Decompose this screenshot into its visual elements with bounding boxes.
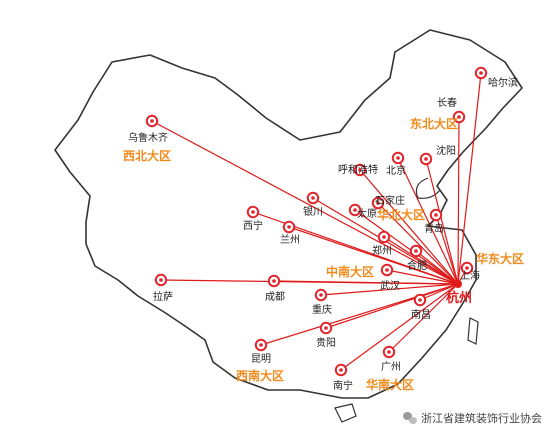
route-zhengzhou <box>383 236 459 285</box>
route-chongqing <box>320 283 459 296</box>
city-labels: 乌鲁木齐 哈尔滨长春沈阳呼和浩特北京石家庄太原青岛 银川西宁兰州郑州合肥上海拉萨 成都… <box>128 76 518 392</box>
city-label-chongqing: 重庆 <box>312 303 332 316</box>
city-label-chengdu: 成都 <box>265 291 285 303</box>
marker-dot-harbin <box>479 71 483 75</box>
marker-dot-urumqi <box>150 119 154 123</box>
city-label-lhasa: 拉萨 <box>153 290 173 303</box>
city-label-kunming: 昆明 <box>251 353 271 365</box>
region-label-northeast: 东北大区 <box>410 116 458 131</box>
route-kunming <box>260 283 459 346</box>
city-label-hohhot: 呼和浩特 <box>338 164 378 176</box>
region-label-central: 中南大区 <box>326 264 374 279</box>
hub-label: 杭州 <box>446 290 472 306</box>
marker-dot-beijing <box>396 156 400 160</box>
city-label-hefei: 合肥 <box>407 259 427 272</box>
route-wuhan <box>386 269 459 285</box>
route-hohhot <box>359 169 459 285</box>
marker-dot-nanchang <box>418 298 422 302</box>
route-hefei <box>415 250 459 285</box>
marker-dot-kunming <box>259 343 263 347</box>
watermark-text: 浙江省建筑装饰行业协会 <box>421 412 542 425</box>
route-changchun <box>457 116 460 285</box>
city-label-yinchuan: 银川 <box>303 205 323 218</box>
marker-dot-taiyuan <box>353 208 357 212</box>
marker-dot-guangzhou <box>387 350 391 354</box>
marker-dot-chongqing <box>319 293 323 297</box>
city-label-guangzhou: 广州 <box>381 361 401 373</box>
region-label-east: 华东大区 <box>476 251 524 266</box>
hub-marker <box>454 280 462 288</box>
watermark: 浙江省建筑装饰行业协会 <box>403 410 542 426</box>
marker-dot-qingdao <box>434 213 438 217</box>
marker-dot-wuhan <box>385 268 389 272</box>
route-shenyang <box>425 158 459 285</box>
marker-dot-changchun <box>457 115 461 119</box>
china-outline <box>54 29 523 399</box>
city-label-lanzhou: 兰州 <box>280 233 300 246</box>
city-label-harbin: 哈尔滨 <box>488 76 518 89</box>
marker-dot-hefei <box>414 249 418 253</box>
marker-dot-shijiazhuang <box>376 201 380 205</box>
route-nanning <box>340 283 459 371</box>
city-label-changchun: 长春 <box>437 97 457 109</box>
marker-dot-lanzhou <box>287 225 291 229</box>
city-label-beijing: 北京 <box>386 164 406 177</box>
region-label-south: 华南大区 <box>366 377 414 392</box>
route-taiyuan <box>354 209 459 285</box>
marker-dot-chengdu <box>272 279 276 283</box>
marker-dot-hohhot <box>358 168 362 172</box>
wechat-icon <box>403 412 417 424</box>
route-urumqi <box>151 120 459 285</box>
region-label-southwest: 西南大区 <box>236 368 284 383</box>
city-label-qingdao: 青岛 <box>424 222 444 235</box>
marker-dot-shanghai <box>465 266 469 270</box>
city-label-shanghai: 上海 <box>460 269 480 282</box>
city-label-shijiazhuang: 石家庄 <box>375 194 405 207</box>
city-label-urumqi: 乌鲁木齐 <box>128 131 168 144</box>
city-label-nanchang: 南昌 <box>411 308 431 321</box>
route-harbin <box>457 72 482 285</box>
marker-dot-zhengzhou <box>382 235 386 239</box>
route-beijing <box>397 157 459 285</box>
city-label-guiyang: 贵阳 <box>316 336 336 349</box>
marker-dot-guiyang <box>324 326 328 330</box>
city-label-zhengzhou: 郑州 <box>372 244 392 257</box>
region-label-northwest: 西北大区 <box>123 148 171 163</box>
city-label-taiyuan: 太原 <box>357 207 377 220</box>
marker-dot-nanning <box>339 368 343 372</box>
city-label-xining: 西宁 <box>243 219 263 232</box>
marker-dot-lhasa <box>159 278 163 282</box>
marker-dot-xining <box>251 210 255 214</box>
hub-group: 杭州 <box>446 280 472 306</box>
route-qingdao <box>435 214 459 285</box>
city-label-nanning: 南宁 <box>333 379 353 392</box>
route-guangzhou <box>388 283 459 353</box>
marker-dot-yinchuan <box>311 196 315 200</box>
hainan-island <box>334 403 357 423</box>
city-label-wuhan: 武汉 <box>380 279 400 292</box>
marker-dot-shenyang <box>424 157 428 161</box>
route-lanzhou <box>288 226 459 285</box>
route-chengdu <box>273 280 459 285</box>
taiwan-island <box>467 317 479 345</box>
region-label-north: 华北大区 <box>377 207 425 222</box>
city-label-shenyang: 沈阳 <box>436 144 456 157</box>
city-markers <box>145 66 488 377</box>
route-shijiazhuang <box>377 202 459 285</box>
